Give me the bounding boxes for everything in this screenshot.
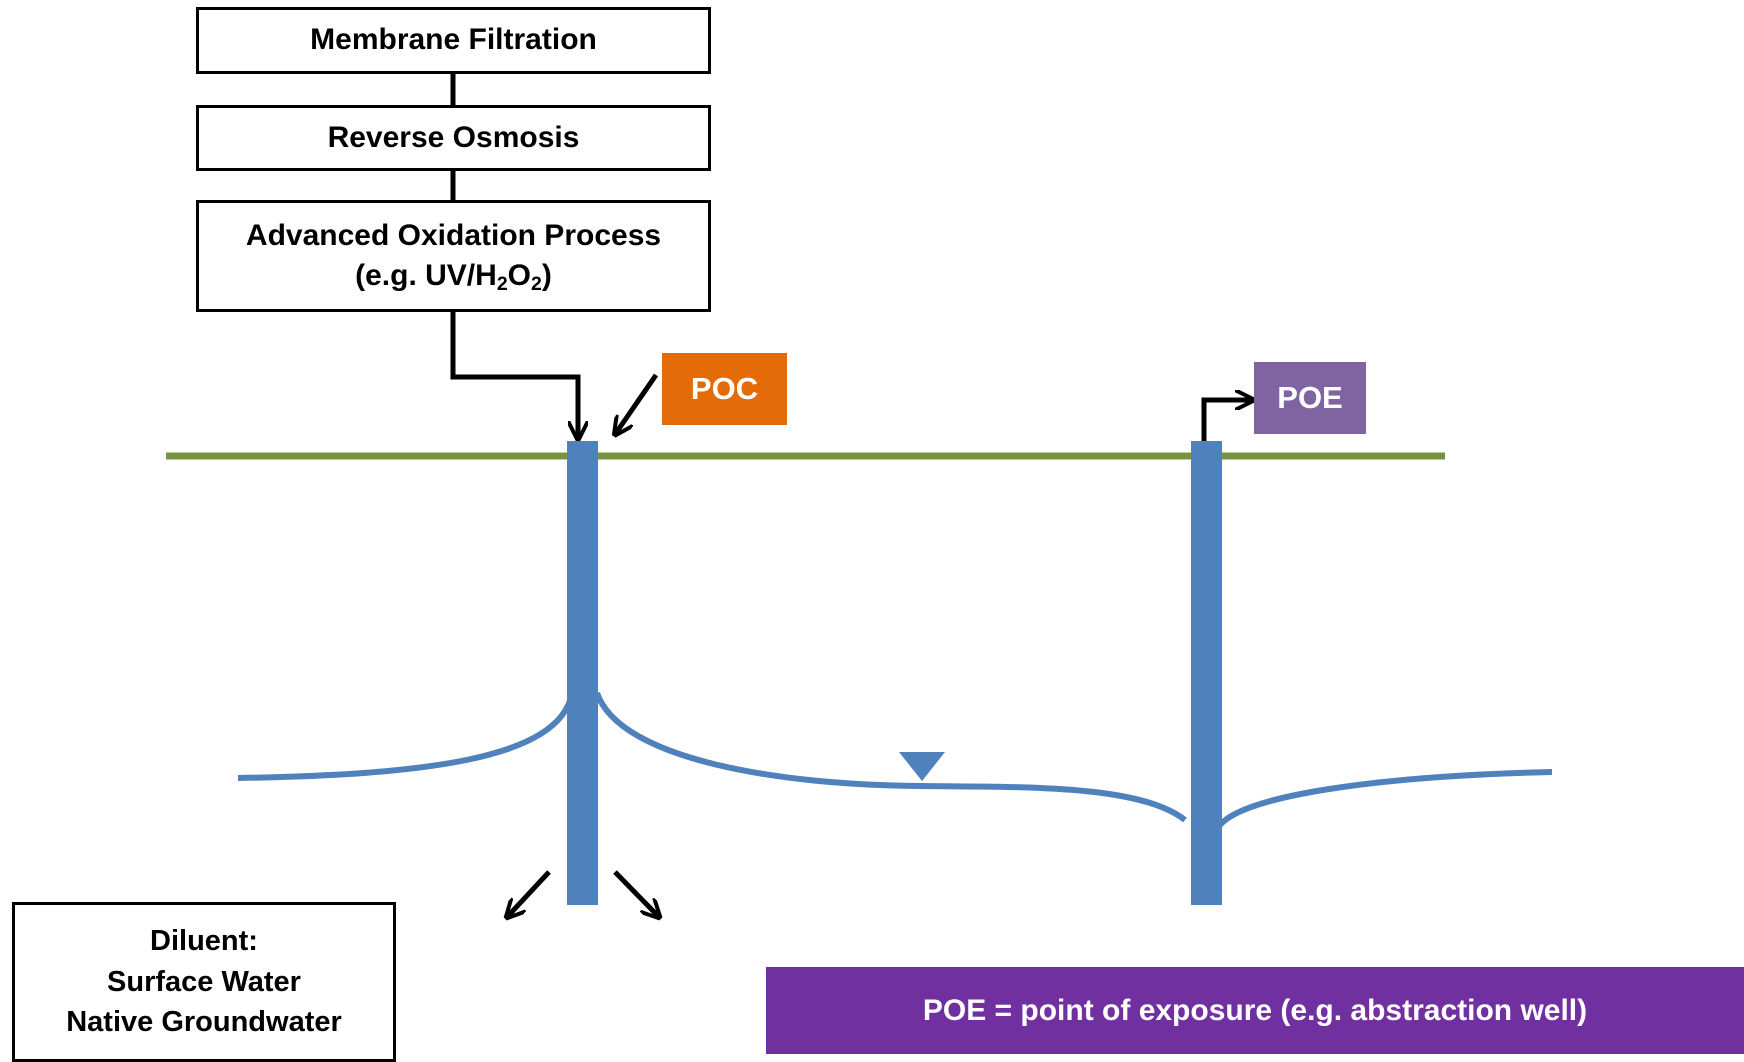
poe-arrow [1201, 400, 1251, 441]
diluent-box: Diluent: Surface Water Native Groundwate… [12, 902, 396, 1062]
water-table-left [237, 692, 575, 781]
poe-tag: POE [1254, 362, 1366, 434]
reverse-osmosis-label: Reverse Osmosis [327, 120, 580, 154]
poe-definition-text: POE = point of exposure (e.g. abstractio… [922, 993, 1588, 1027]
membrane-filtration-box: Membrane Filtration [196, 7, 711, 74]
water-table-middle [594, 691, 1187, 823]
feed-arrow [450, 311, 578, 437]
aop-label-line2: (e.g. UV/H2O2) [355, 259, 552, 295]
poc-tag: POC [662, 353, 787, 425]
diluent-line2: Native Groundwater [66, 1006, 342, 1039]
membrane-filtration-label: Membrane Filtration [310, 23, 597, 57]
poe-label: POE [1277, 380, 1343, 415]
poc-label: POC [690, 371, 759, 406]
abstraction-well [1191, 441, 1222, 905]
aop-label-line1: Advanced Oxidation Process [245, 218, 662, 252]
aop-box: Advanced Oxidation Process (e.g. UV/H2O2… [196, 200, 711, 312]
diluent-title: Diluent: [150, 925, 258, 958]
reverse-osmosis-box: Reverse Osmosis [196, 105, 711, 171]
diluent-line1: Surface Water [107, 965, 301, 998]
inverted-triangle-icon [899, 752, 945, 781]
poc-pointer-arrow [616, 373, 659, 433]
water-table-right [1217, 769, 1553, 828]
poe-definition-banner: POE = point of exposure (e.g. abstractio… [766, 967, 1744, 1054]
injection-well [567, 441, 598, 905]
outflow-arrow-left [508, 870, 551, 916]
outflow-arrow-right [613, 870, 658, 916]
